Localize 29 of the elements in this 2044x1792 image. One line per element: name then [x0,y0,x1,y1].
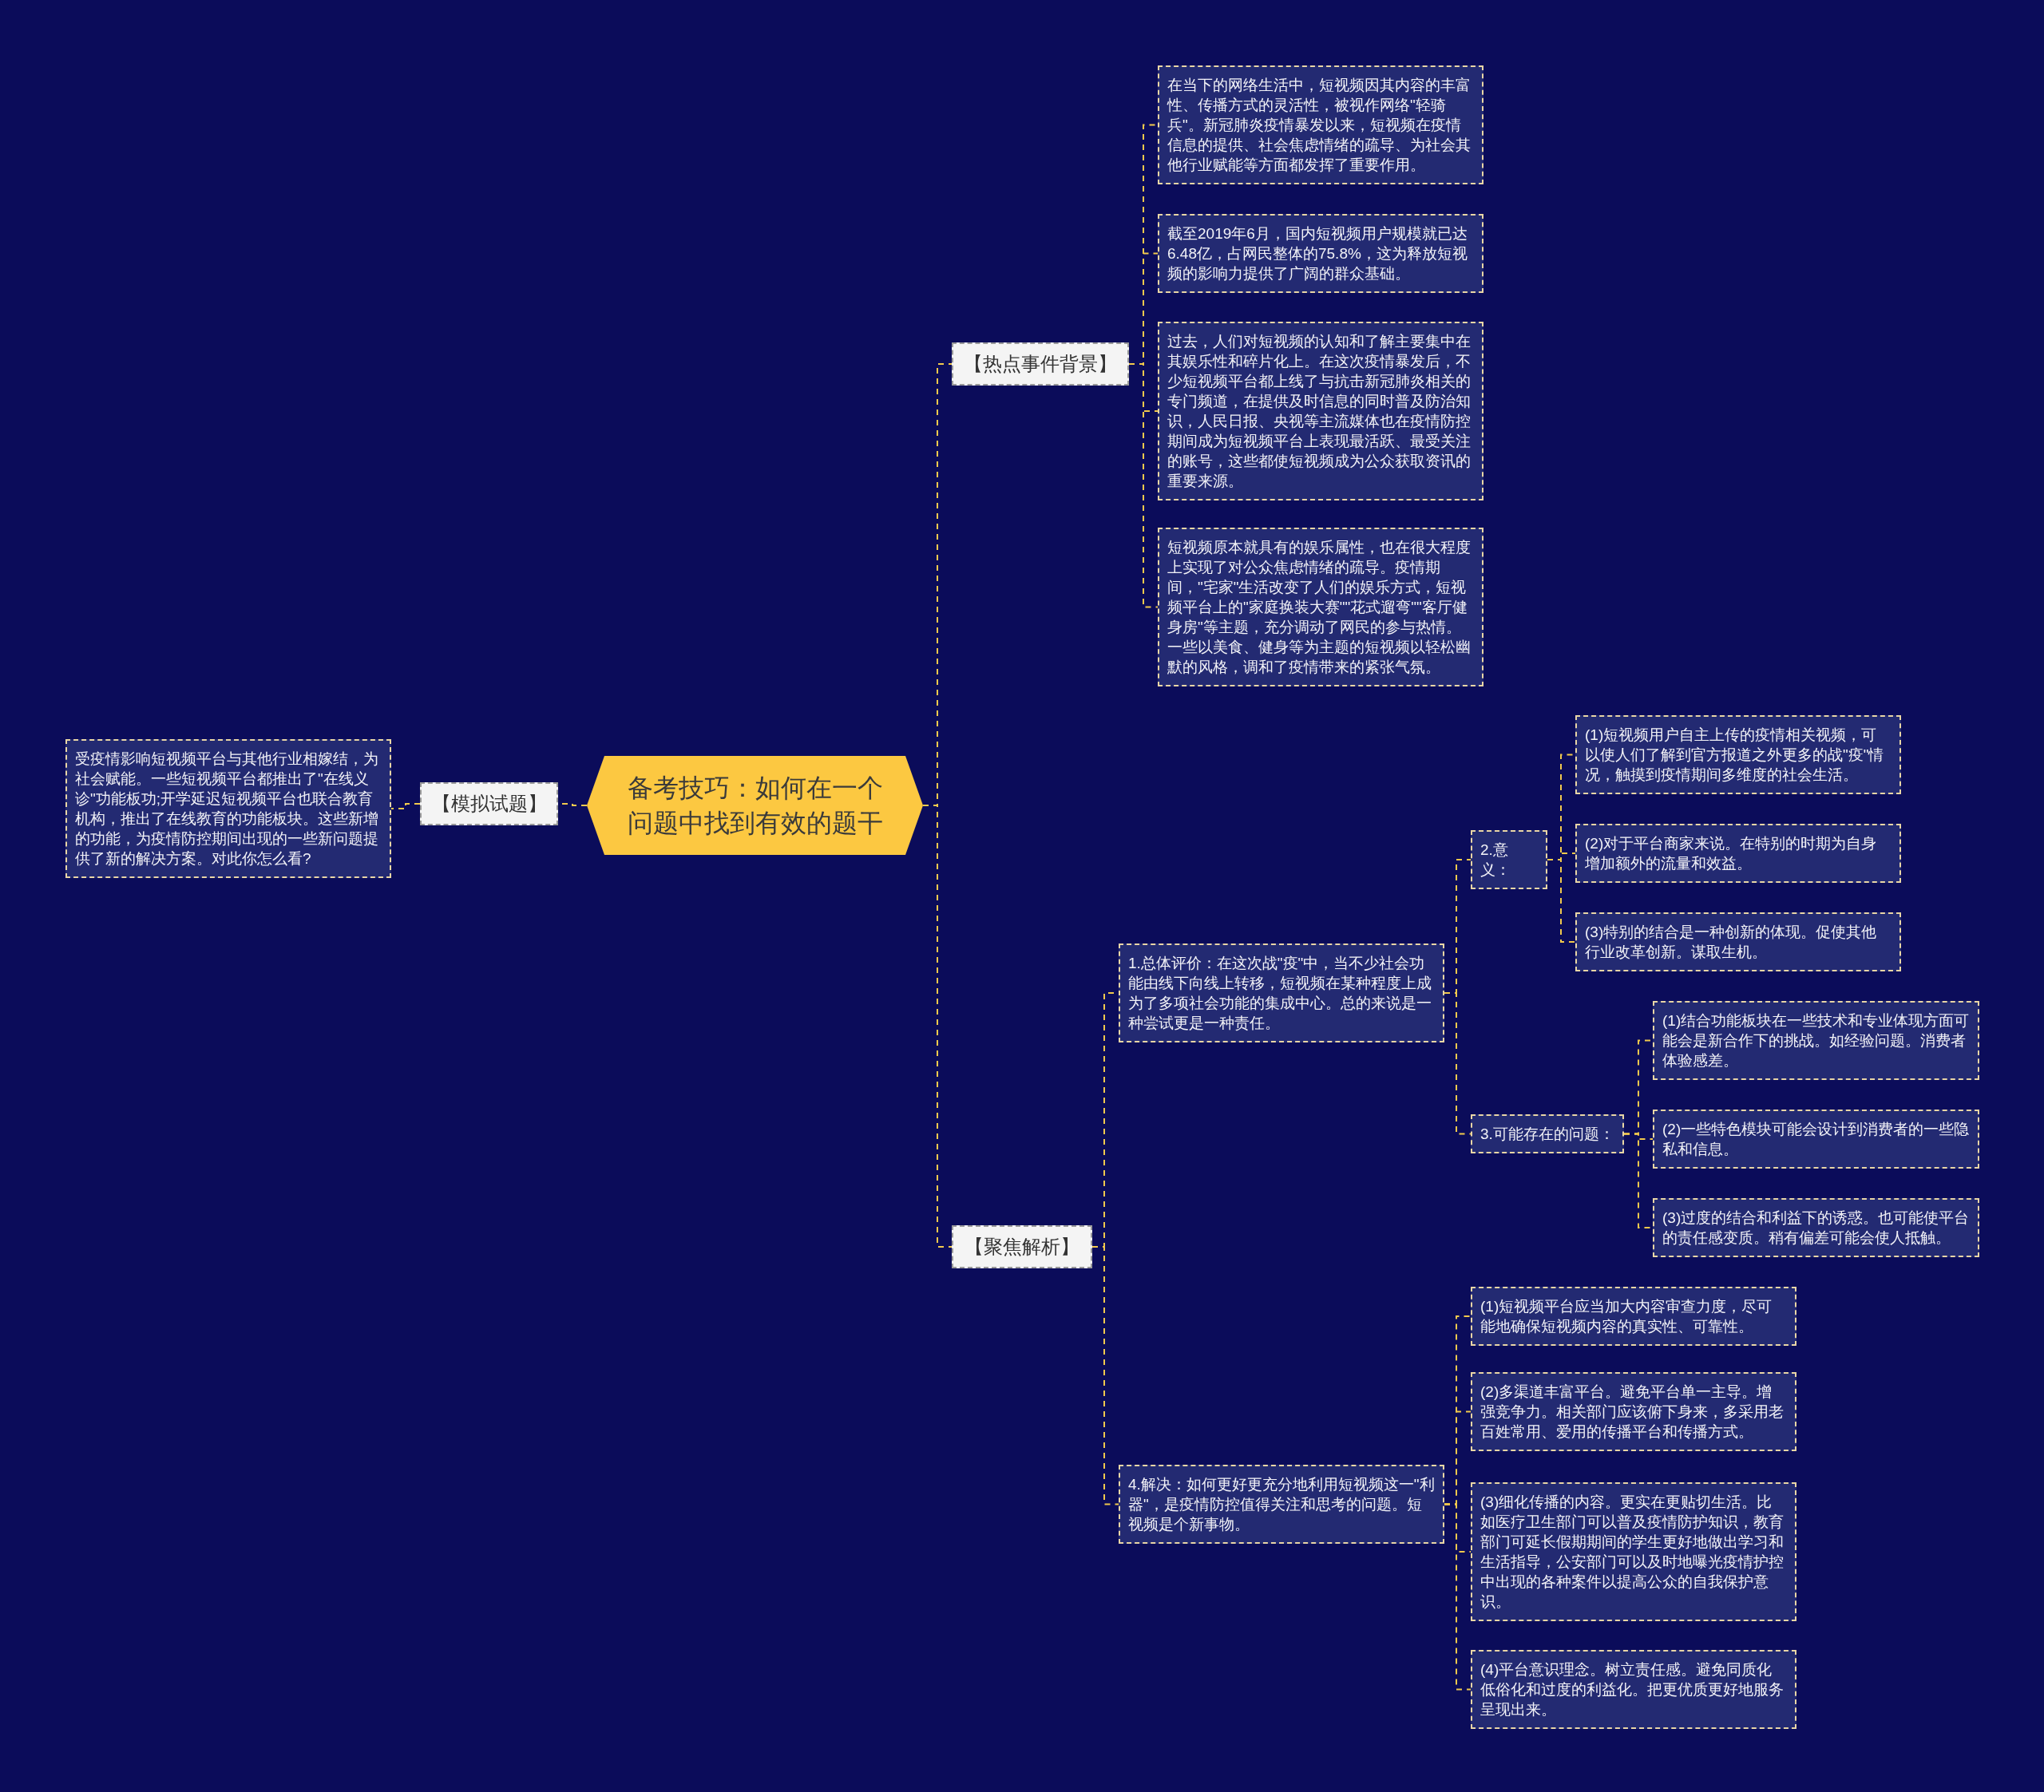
text-box: (2)对于平台商家来说。在特别的时期为自身增加额外的流量和效益。 [1575,824,1901,883]
text-box: 短视频原本就具有的娱乐属性，也在很大程度上实现了对公众焦虑情绪的疏导。疫情期间，"宅家"生活改变了人们的娱乐方式，短视频平台上的"家庭换装大赛""花式遛弯""客厅健身房"等主题，充分调动了网民的参与热情。一些以美食、健身等为主题的短视频以轻松幽默的风格，调和了疫情带来的紧张气氛。 [1158,528,1483,686]
text-box: (1)短视频用户自主上传的疫情相关视频，可以使人们了解到官方报道之外更多的战"疫"情况，触摸到疫情期间多维度的社会生活。 [1575,715,1901,794]
text-box: 4.解决：如何更好更充分地利用短视频这一"利器"，是疫情防控值得关注和思考的问题。短视频是个新事物。 [1119,1465,1444,1544]
branch-label-box: 【聚焦解析】 [952,1225,1092,1268]
text-box: (2)多渠道丰富平台。避免平台单一主导。增强竞争力。相关部门应该俯下身来，多采用老百姓常用、爱用的传播平台和传播方式。 [1471,1372,1796,1451]
branch-label-box: 【热点事件背景】 [952,342,1129,386]
text-box: 1.总体评价：在这次战"疫"中，当不少社会功能由线下向线上转移，短视频在某种程度上成为了多项社会功能的集成中心。总的来说是一种尝试更是一种责任。 [1119,943,1444,1042]
text-box: 过去，人们对短视频的认知和了解主要集中在其娱乐性和碎片化上。在这次疫情暴发后，不少短视频平台都上线了与抗击新冠肺炎相关的专门频道，在提供及时信息的同时普及防治知识，人民日报、央视等主流媒体也在疫情防控期间成为短视频平台上表现最活跃、最受关注的账号，这些都使短视频成为公众获取资讯的重要来源。 [1158,322,1483,500]
text-box: (1)短视频平台应当加大内容审查力度，尽可能地确保短视频内容的真实性、可靠性。 [1471,1287,1796,1346]
connector [1128,363,1159,608]
text-box: 在当下的网络生活中，短视频因其内容的丰富性、传播方式的灵活性，被视作网络"轻骑兵"。新冠肺炎疫情暴发以来，短视频在疫情信息的提供、社会焦虑情绪的疏导、为社会其他行业赋能等方面都发挥了重要作用。 [1158,65,1483,184]
connector [1444,1503,1472,1691]
text-box: (4)平台意识理念。树立责任感。避免同质化低俗化和过度的利益化。把更优质更好地服务呈现出来。 [1471,1650,1796,1729]
text-box: 截至2019年6月，国内短视频用户规模就已达6.48亿，占网民整体的75.8%，这为释放短视频的影响力提供了广阔的群众基础。 [1158,214,1483,293]
text-box: (3)过度的结合和利益下的诱惑。也可能使平台的责任感变质。稍有偏差可能会使人抵触。 [1653,1198,1979,1257]
topic-hexagon: 备考技巧：如何在一个问题中找到有效的题干 [587,756,923,855]
text-box: 受疫情影响短视频平台与其他行业相嫁结，为社会赋能。一些短视频平台都推出了"在线义诊"功能板功;开学延迟短视频平台也联合教育机构，推出了在线教育的功能板块。这些新增的功能，为疫情防控期间出现的一些新问题提供了新的解决方案。对此你怎么看? [65,739,391,878]
branch-label-box: 【模拟试题】 [420,782,558,825]
connector [1547,859,1576,943]
text-box: (2)一些特色模块可能会设计到消费者的一些隐私和信息。 [1653,1110,1979,1169]
connector [1091,1246,1119,1505]
text-box: (3)细化传播的内容。更实在更贴切生活。比如医疗卫生部门可以普及疫情防护知识，教育部门可延长假期期间的学生更好地做出学习和生活指导，公安部门可以及时地曝光疫情护控中出现的各种案件以提高公众的自我保护意识。 [1471,1482,1796,1621]
text-box: (3)特别的结合是一种创新的体现。促使其他行业改革创新。谋取生机。 [1575,912,1901,971]
connector [390,803,421,809]
text-box: 2.意义： [1471,830,1547,889]
text-box: (1)结合功能板块在一些技术和专业体现方面可能会是新合作下的挑战。如经验问题。消费者体验感差。 [1653,1001,1979,1080]
connector [1444,992,1472,1135]
text-box: 3.可能存在的问题： [1471,1114,1624,1153]
